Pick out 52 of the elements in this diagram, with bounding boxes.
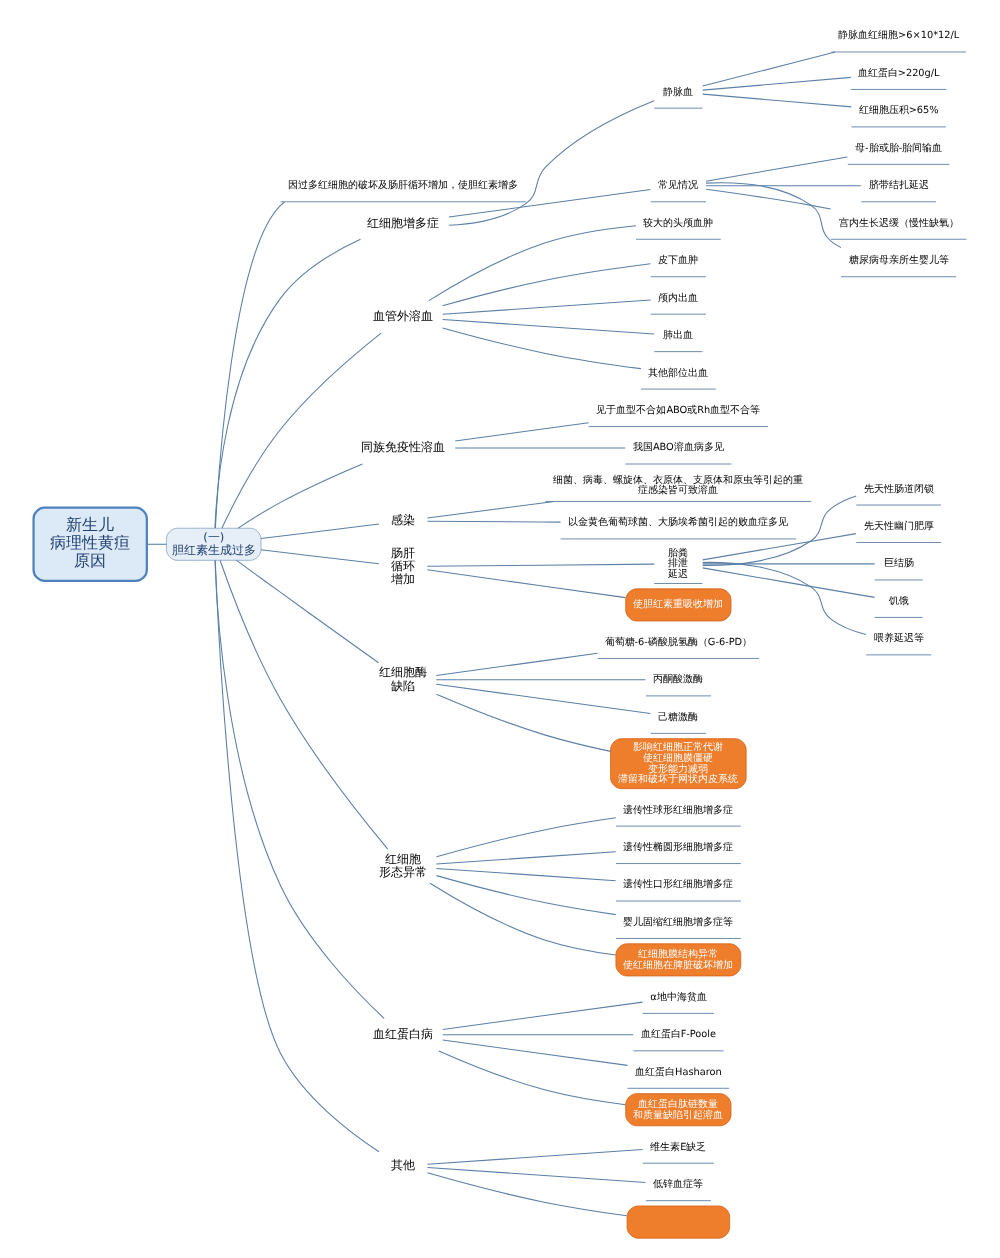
connector [426,1149,644,1165]
connector [442,1039,629,1066]
connector [426,1172,628,1217]
connector [214,238,361,529]
connector [435,683,651,715]
connector [702,76,852,91]
connector [214,559,385,1019]
connector [426,569,627,599]
connector [435,679,646,681]
connector [260,523,380,540]
connector [426,563,655,567]
connector [435,817,617,858]
connector [236,559,380,664]
connector [442,263,652,307]
connector [705,185,862,187]
connector [702,561,867,635]
connector [702,567,876,598]
connector [705,156,848,182]
connector [442,299,652,315]
connector [260,549,380,565]
connector [146,543,167,545]
connector [435,693,611,752]
connector [442,327,642,370]
connector [214,559,380,1153]
connector [442,1001,644,1031]
connector [442,318,655,335]
connector [426,1166,647,1183]
connector [237,463,363,529]
connector [426,500,555,519]
connector [454,447,626,449]
connector [438,1050,627,1106]
connector [705,182,842,249]
connector [702,93,852,108]
connector [435,875,617,916]
connector [702,533,857,561]
connector [448,188,651,218]
connector [435,652,599,676]
connector [429,882,617,956]
connector [705,188,832,210]
connector [219,559,389,850]
connector [435,851,617,865]
connector [448,100,655,226]
connector [426,520,562,523]
connector [702,563,876,565]
connector [221,332,382,529]
connector [454,422,590,442]
connector [435,867,617,882]
connector [702,51,836,87]
connector [442,1034,634,1036]
node-box [626,1205,731,1239]
connector [428,225,637,302]
connector [702,495,857,566]
